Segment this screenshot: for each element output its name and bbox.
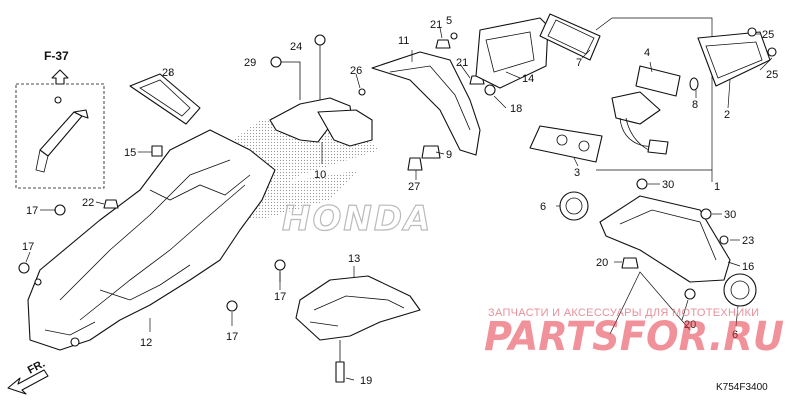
callout-15: 15 — [124, 147, 136, 159]
callout-25a: 25 — [762, 29, 774, 41]
callout-25b: 25 — [766, 69, 778, 81]
arrow-up-icon — [51, 69, 69, 85]
callout-24: 24 — [290, 41, 302, 53]
part-14-housing — [475, 17, 549, 89]
part-4-socket — [635, 65, 681, 97]
callout-18: 18 — [510, 103, 522, 115]
callout-17d: 17 — [274, 291, 286, 303]
callout-20b: 20 — [684, 319, 696, 331]
callout-1: 1 — [714, 181, 720, 193]
callout-13: 13 — [348, 253, 360, 265]
callout-17b: 17 — [22, 241, 34, 253]
part-5-washer — [450, 32, 458, 40]
fasteners-top — [435, 32, 496, 96]
callout-30b: 30 — [724, 209, 736, 221]
callout-7: 7 — [576, 57, 582, 69]
callout-6a: 6 — [540, 201, 546, 213]
callout-20a: 20 — [596, 257, 608, 269]
part-27-collar — [407, 157, 423, 171]
callout-5: 5 — [446, 15, 452, 27]
callout-21a: 21 — [430, 19, 442, 31]
leader-lines — [25, 27, 773, 381]
callout-9: 9 — [446, 149, 452, 161]
callout-16: 16 — [742, 261, 754, 273]
reference-box: F-37 — [15, 49, 105, 189]
part-7-lens — [539, 13, 601, 61]
callout-11: 11 — [398, 35, 409, 47]
part-21-nut-a — [435, 39, 451, 49]
callout-3: 3 — [574, 167, 580, 179]
callout-30a: 30 — [662, 179, 674, 191]
part-17-screw-c — [226, 300, 238, 312]
callout-27: 27 — [408, 181, 420, 193]
part-24-bolt — [314, 34, 326, 46]
callout-26: 26 — [350, 65, 362, 77]
reference-label: F-37 — [44, 49, 69, 63]
callout-4: 4 — [644, 47, 650, 59]
bolt-icon — [54, 96, 62, 104]
stay-bracket — [39, 111, 83, 157]
drawing-code: K754F3400 — [716, 382, 768, 393]
part-8-bulb — [689, 77, 699, 91]
part-17-screw-b — [18, 262, 30, 274]
callout-12: 12 — [140, 337, 152, 349]
part-20-nut-b — [684, 288, 696, 300]
part-30-bolt-b — [700, 208, 712, 220]
part-11-fender-bracket — [358, 51, 481, 156]
part-12-inner-fender — [27, 129, 276, 351]
part-17-screw-a — [54, 204, 66, 216]
callout-21b: 21 — [456, 57, 468, 69]
part-30-bolt-a — [636, 178, 648, 190]
part-17-screw-d — [274, 259, 286, 271]
callout-8: 8 — [692, 99, 698, 111]
callout-17c: 17 — [226, 331, 238, 343]
callout-19: 19 — [360, 375, 372, 387]
brand-text: HONDA — [282, 199, 432, 239]
callout-6b: 6 — [732, 329, 738, 341]
callout-23: 23 — [742, 235, 754, 247]
part-20-nut-a — [621, 257, 639, 269]
part-18-screw — [484, 84, 496, 96]
part-22-nut — [103, 199, 119, 209]
part-25-screw-a — [747, 27, 757, 37]
callout-22: 22 — [82, 197, 94, 209]
callout-17a: 17 — [26, 205, 38, 217]
callout-10: 10 — [314, 169, 326, 181]
callout-29: 29 — [244, 57, 256, 69]
callout-2: 2 — [724, 109, 730, 121]
part-19-screw — [335, 361, 345, 383]
part-29-bolt — [270, 56, 282, 68]
part-6-cap-a — [559, 191, 589, 221]
part-10-bracket — [269, 34, 373, 147]
part-23-nut — [719, 235, 729, 245]
watermark-logo: PARTSFOR.RU — [484, 314, 784, 360]
front-direction: FR. — [7, 358, 49, 395]
part-26-screw — [358, 88, 366, 96]
callout-28: 28 — [162, 67, 174, 79]
part-2-tail-lens — [697, 31, 771, 87]
callout-14: 14 — [522, 73, 534, 85]
part-9-grommet — [407, 145, 441, 171]
part-13-splash-guard — [295, 275, 421, 383]
watermark-text: ЗАПЧАСТИ И АКСЕССУАРЫ ДЛЯ МОТОТЕХНИКИ — [488, 307, 759, 319]
part-3-license-lens — [529, 125, 603, 163]
part-6-cap-b — [723, 273, 757, 307]
watermark: ЗАПЧАСТИ И АКСЕССУАРЫ ДЛЯ МОТОТЕХНИКИ PA… — [484, 307, 784, 360]
reference-frame — [15, 83, 105, 189]
part-16-license-bracket — [599, 178, 731, 300]
direction-arrow-icon — [7, 369, 49, 395]
part-15-clip — [151, 145, 163, 157]
assembly-1-frame — [595, 17, 777, 171]
callouts: 1 2 3 4 5 6 6 7 8 9 10 11 12 13 14 15 16… — [22, 15, 778, 387]
part-25-screw-b — [767, 47, 777, 57]
part-28-strap — [129, 72, 201, 125]
